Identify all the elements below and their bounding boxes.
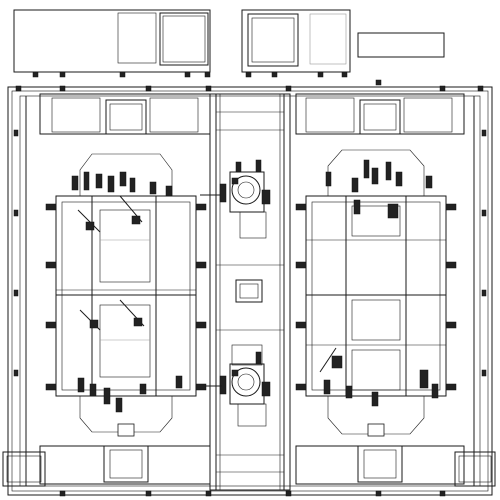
right-fixture-station: [295, 149, 457, 437]
lower-robot: [200, 344, 271, 427]
top-right-module: [241, 9, 445, 78]
main-base-frame: [2, 86, 496, 496]
top-left-module: [13, 9, 211, 78]
left-fixture-station: [45, 153, 207, 437]
center-column: [209, 93, 291, 491]
frame-bolts: [13, 79, 487, 497]
upper-robot: [200, 159, 271, 239]
